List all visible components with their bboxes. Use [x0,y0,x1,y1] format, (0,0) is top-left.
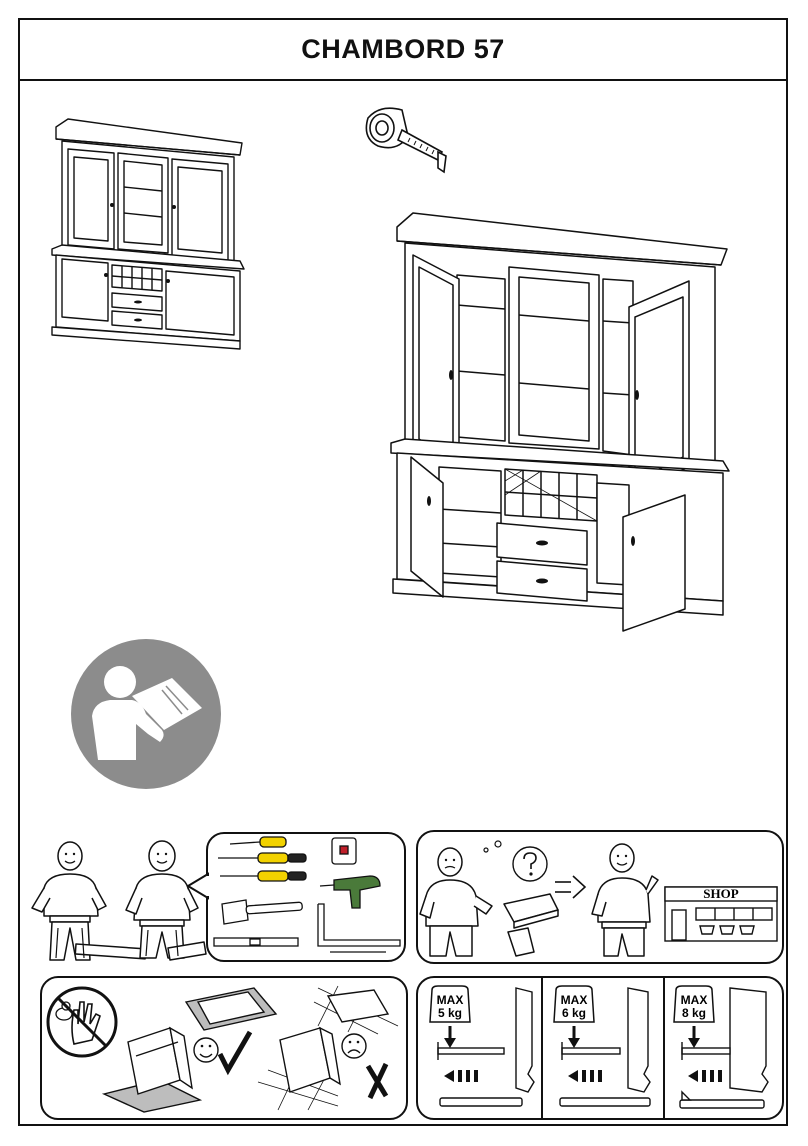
tape-measure-icon [358,100,453,175]
question-icon [510,844,550,884]
load-weight-3: 8 kg [682,1006,706,1020]
implies-arrow [553,874,589,900]
shop-building-illustration: SHOP [664,886,778,942]
load-limit-shelf-5kg: MAX 5 kg [424,982,540,1114]
workers-illustration [28,836,208,966]
read-manual-icon [70,638,222,790]
tools-illustration [210,836,404,960]
correct-surface-illustration [100,984,280,1112]
load-max-label-1: MAX [437,993,464,1007]
load-max-label-3: MAX [681,993,708,1007]
load-limit-shelf-6kg: MAX 6 kg [548,982,664,1114]
load-max-label-2: MAX [561,993,588,1007]
title-bar: CHAMBORD 57 [20,20,786,81]
cabinet-closed-illustration [50,115,250,355]
happy-worker-illustration [590,836,660,960]
load-weight-2: 6 kg [562,1006,586,1020]
shop-sign-text: SHOP [703,886,738,901]
load-limit-shelf-8kg: MAX 8 kg [668,982,784,1114]
load-weight-1: 5 kg [438,1006,462,1020]
wrong-surface-illustration [258,986,404,1110]
cabinet-open-illustration [385,205,735,635]
page-title: CHAMBORD 57 [301,34,505,65]
